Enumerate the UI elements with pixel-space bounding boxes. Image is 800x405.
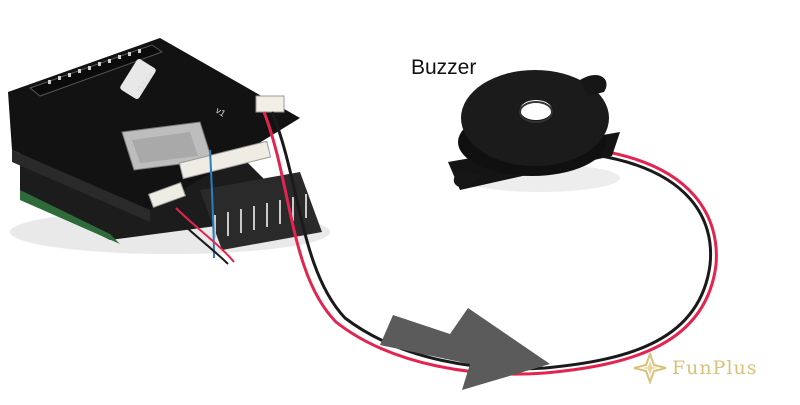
side-connector	[178, 140, 272, 180]
watermark-text: FunPlus	[672, 357, 758, 379]
buzzer-device	[448, 70, 620, 190]
arrow-icon	[380, 308, 550, 390]
funplus-watermark: FunPlus	[632, 352, 758, 384]
board-side-text: v1	[214, 105, 227, 119]
buzzer-wire-black	[270, 111, 713, 371]
flight-controller-board: DX4+ v1	[8, 38, 322, 265]
buzzer-connector	[255, 95, 285, 113]
funplus-star-logo-icon	[633, 352, 667, 384]
buzzer-hole	[520, 100, 552, 120]
buzzer-wire-red	[262, 111, 718, 376]
front-pin-headers	[200, 172, 322, 250]
buzzer-label: Buzzer	[411, 56, 477, 79]
header-pins	[48, 49, 141, 84]
